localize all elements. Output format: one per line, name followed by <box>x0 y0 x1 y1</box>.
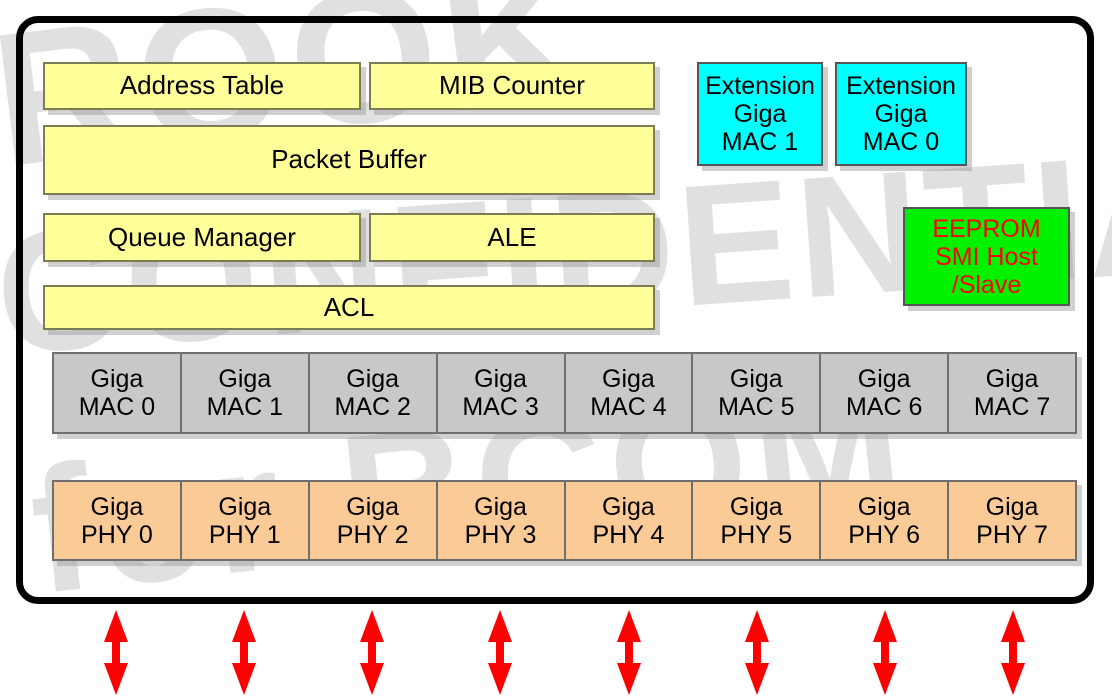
giga-mac-cell-6-line2: MAC 6 <box>845 393 923 421</box>
port-arrow-slot-2 <box>308 608 436 697</box>
giga-mac-cell-5-line2: MAC 5 <box>718 393 795 421</box>
bidirectional-arrow-icon <box>616 610 641 695</box>
giga-mac-cell-7-line2: MAC 7 <box>973 393 1051 421</box>
giga-phy-cell-2-line2: PHY 2 <box>336 520 409 549</box>
giga-phy-cell-5-line1: Giga <box>729 492 783 521</box>
bidirectional-arrow-icon <box>872 610 897 695</box>
port-arrow-slot-0 <box>52 608 180 697</box>
giga-mac-cell-4-line1: Giga <box>602 365 655 393</box>
giga-mac-cell-2-line1: Giga <box>346 365 400 393</box>
port-arrow-group <box>52 608 1077 697</box>
port-arrow-slot-4 <box>565 608 693 697</box>
extension-mac1-line3: MAC 1 <box>721 128 799 156</box>
giga-phy-cell-4-line2: PHY 4 <box>592 520 665 549</box>
extension-mac1-line2: Giga <box>733 100 787 128</box>
giga-phy-cell-6-line2: PHY 6 <box>848 520 921 549</box>
giga-phy-cell-3-line2: PHY 3 <box>464 520 537 549</box>
giga-phy-cell-7-line1: Giga <box>985 492 1039 521</box>
giga-phy-cell-6-line1: Giga <box>857 492 911 521</box>
giga-mac-cell-5-line1: Giga <box>729 365 783 393</box>
giga-mac-cell-3-line2: MAC 3 <box>462 393 539 421</box>
port-arrow-slot-1 <box>180 608 308 697</box>
bidirectional-arrow-icon <box>488 610 513 695</box>
giga-phy-cell-2-line1: Giga <box>346 492 400 521</box>
giga-mac-cell-0-line1: Giga <box>90 365 144 393</box>
extension-mac0-line3: MAC 0 <box>862 128 940 156</box>
block-extension-giga-mac-0[interactable]: Extension Giga MAC 0 <box>835 62 967 166</box>
eeprom-line2: SMI Host <box>935 242 1038 271</box>
giga-mac-cell-4-line2: MAC 4 <box>590 393 667 421</box>
port-arrow-slot-7 <box>949 608 1077 697</box>
giga-phy-cell-1-line2: PHY 1 <box>208 520 281 549</box>
eeprom-line3: /Slave <box>951 270 1022 299</box>
giga-mac-cell-2-line2: MAC 2 <box>334 393 411 421</box>
giga-mac-cell-1-line2: MAC 1 <box>206 393 284 421</box>
chip-boundary <box>16 16 1094 604</box>
extension-mac1-line1: Extension <box>705 72 815 100</box>
giga-phy-cell-0-line2: PHY 0 <box>81 520 153 549</box>
giga-phy-cell-3-line1: Giga <box>474 492 527 521</box>
giga-mac-cell-7-line1: Giga <box>985 365 1039 393</box>
giga-phy-cell-5-line2: PHY 5 <box>720 520 793 549</box>
block-mib-counter[interactable]: MIB Counter <box>369 62 655 110</box>
giga-phy-cell-4-line1: Giga <box>602 492 655 521</box>
giga-phy-cell-1-line1: Giga <box>218 492 272 521</box>
giga-phy-cell-0-line1: Giga <box>90 492 144 521</box>
bidirectional-arrow-icon <box>360 610 385 695</box>
block-address-table[interactable]: Address Table <box>43 62 361 110</box>
port-arrow-slot-3 <box>436 608 564 697</box>
bidirectional-arrow-icon <box>232 610 257 695</box>
eeprom-line1: EEPROM <box>932 214 1041 243</box>
giga-mac-cell-1-line1: Giga <box>218 365 272 393</box>
block-queue-manager[interactable]: Queue Manager <box>43 213 361 262</box>
port-arrow-slot-5 <box>693 608 821 697</box>
block-ale[interactable]: ALE <box>369 213 655 262</box>
bidirectional-arrow-icon <box>104 610 129 695</box>
extension-mac0-line2: Giga <box>874 100 928 128</box>
giga-phy-cell-7-line2: PHY 7 <box>976 520 1048 549</box>
giga-mac-cell-6-line1: Giga <box>857 365 911 393</box>
block-packet-buffer[interactable]: Packet Buffer <box>43 125 655 195</box>
giga-mac-cell-0-line2: MAC 0 <box>78 393 156 421</box>
bidirectional-arrow-icon <box>744 610 769 695</box>
block-extension-giga-mac-1[interactable]: Extension Giga MAC 1 <box>697 62 823 166</box>
giga-mac-cell-3-line1: Giga <box>474 365 527 393</box>
bidirectional-arrow-icon <box>1000 610 1025 695</box>
block-eeprom-smi[interactable]: EEPROM SMI Host /Slave <box>903 207 1070 306</box>
extension-mac0-line1: Extension <box>846 72 956 100</box>
port-arrow-slot-6 <box>821 608 949 697</box>
block-acl[interactable]: ACL <box>43 285 655 330</box>
